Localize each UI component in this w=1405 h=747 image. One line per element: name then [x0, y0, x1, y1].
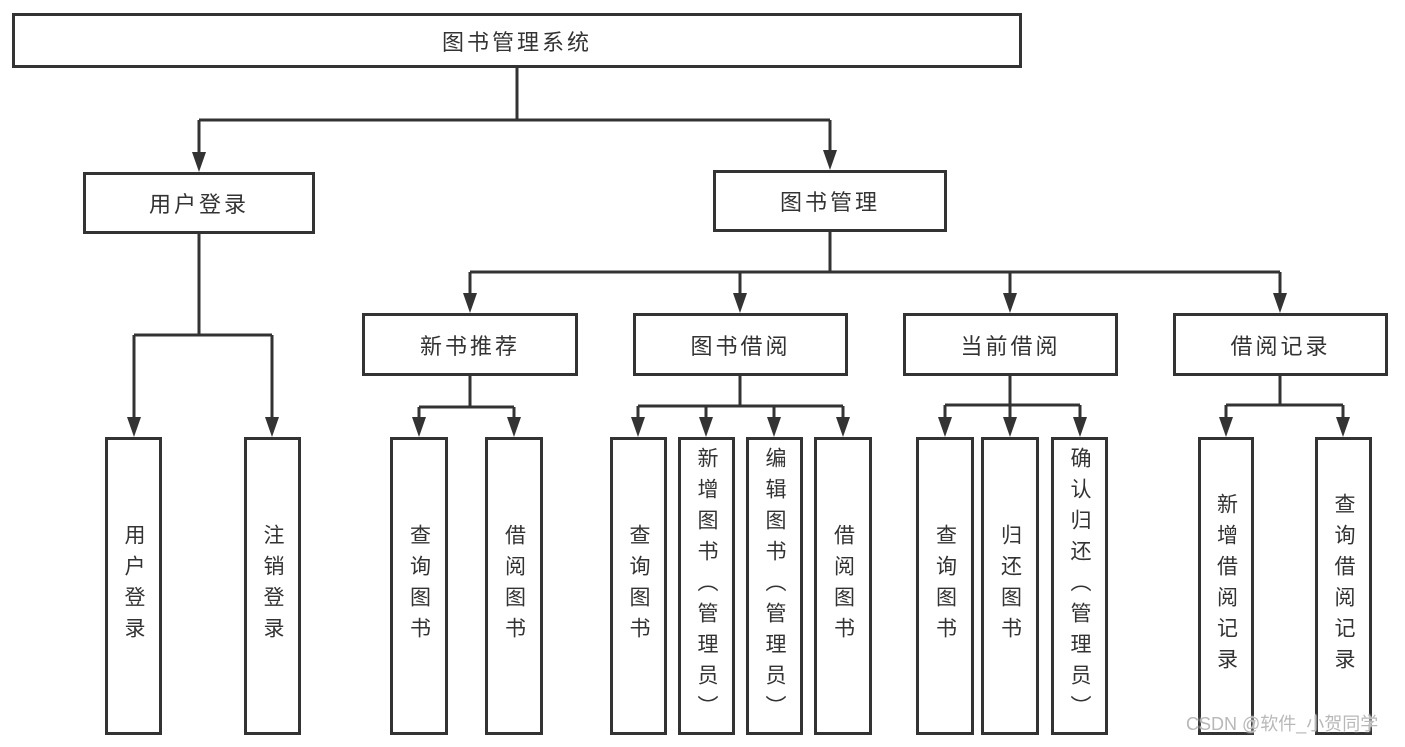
leaf-borrow-books-2-label: 借阅图书 — [831, 524, 855, 648]
leaf-query-books-3: 查询图书 — [916, 437, 974, 735]
node-borrow-records-label: 借阅记录 — [1230, 333, 1331, 359]
leaf-user-login-label: 用户登录 — [122, 524, 145, 648]
node-book-management-label: 图书管理 — [779, 190, 880, 215]
leaf-add-books-admin: 新增图书（管理员） — [678, 437, 735, 735]
leaf-add-borrow-record-label: 新增借阅记录 — [1214, 493, 1238, 679]
leaf-user-login: 用户登录 — [105, 437, 162, 735]
leaf-confirm-return-admin: 确认归还（管理员） — [1051, 437, 1108, 735]
leaf-query-books-1-label: 查询图书 — [407, 524, 431, 648]
node-current-borrow-label: 当前借阅 — [960, 333, 1061, 359]
node-book-borrow: 图书借阅 — [633, 313, 848, 376]
leaf-return-books-label: 归还图书 — [998, 524, 1022, 648]
node-book-borrow-label: 图书借阅 — [690, 333, 791, 359]
node-root-label: 图书管理系统 — [441, 29, 592, 55]
node-user-login-label: 用户登录 — [148, 192, 249, 217]
node-new-book-recommend-label: 新书推荐 — [419, 333, 520, 359]
leaf-edit-books-admin: 编辑图书（管理员） — [746, 437, 803, 735]
leaf-borrow-books-1: 借阅图书 — [485, 437, 543, 735]
watermark: CSDN @软件_小贺同学 — [1186, 714, 1379, 734]
leaf-logout: 注销登录 — [244, 437, 301, 735]
node-current-borrow: 当前借阅 — [903, 313, 1118, 376]
leaf-query-books-2-label: 查询图书 — [627, 524, 650, 648]
leaf-borrow-books-1-label: 借阅图书 — [502, 524, 526, 648]
node-book-management: 图书管理 — [713, 170, 947, 232]
leaf-edit-books-admin-label: 编辑图书（管理员） — [763, 446, 786, 726]
leaf-query-books-3-label: 查询图书 — [933, 524, 957, 648]
leaf-add-borrow-record: 新增借阅记录 — [1198, 437, 1254, 735]
node-new-book-recommend: 新书推荐 — [362, 313, 578, 376]
leaf-borrow-books-2: 借阅图书 — [814, 437, 872, 735]
leaf-query-books-2: 查询图书 — [610, 437, 667, 735]
leaf-return-books: 归还图书 — [981, 437, 1039, 735]
node-root: 图书管理系统 — [12, 13, 1022, 68]
leaf-query-borrow-record: 查询借阅记录 — [1315, 437, 1372, 735]
node-user-login: 用户登录 — [83, 172, 315, 234]
node-borrow-records: 借阅记录 — [1173, 313, 1388, 376]
leaf-query-borrow-record-label: 查询借阅记录 — [1332, 493, 1355, 679]
leaf-confirm-return-admin-label: 确认归还（管理员） — [1068, 446, 1091, 726]
leaf-add-books-admin-label: 新增图书（管理员） — [695, 446, 718, 726]
leaf-query-books-1: 查询图书 — [390, 437, 448, 735]
leaf-logout-label: 注销登录 — [261, 524, 284, 648]
